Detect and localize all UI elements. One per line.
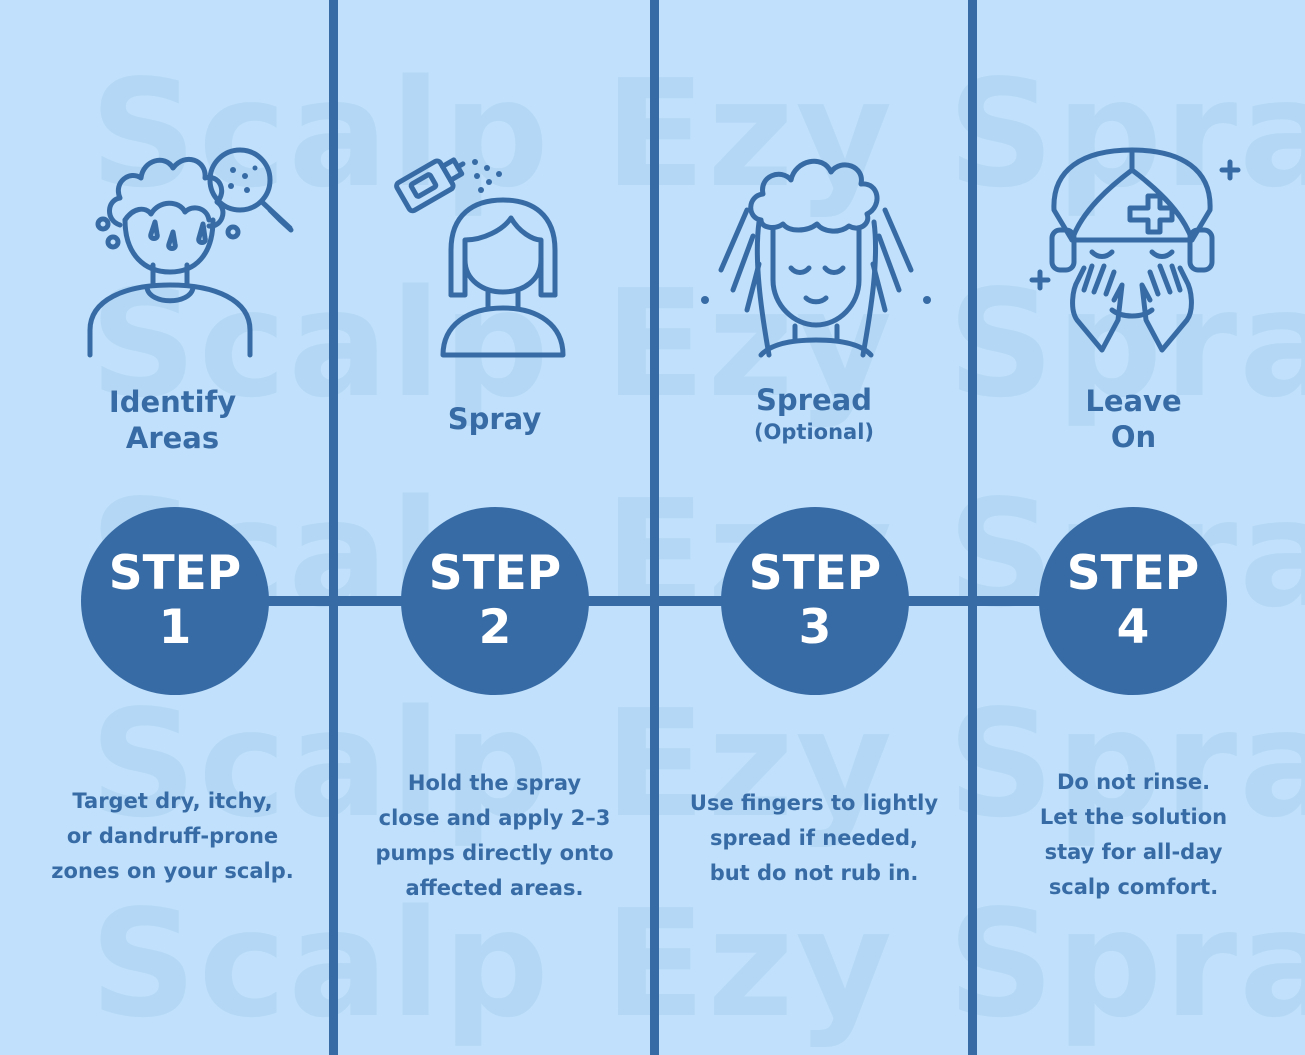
- step-3-word: STEP: [748, 546, 882, 601]
- step-4-title-line1: Leave: [1085, 384, 1182, 418]
- itchy-scalp-magnifier-icon: [85, 140, 294, 360]
- fingers-spread-foam-icon: [699, 140, 934, 360]
- step-1-word: STEP: [108, 546, 242, 601]
- spray-bottle-head-icon: [393, 140, 573, 360]
- step-2-title-line1: Spray: [447, 402, 542, 436]
- step-4-description: Do not rinse. Let the solution stay for …: [1039, 770, 1228, 899]
- step-4-title-line2: On: [1110, 420, 1157, 454]
- step-2-column: Spray STEP 2 Hold the spray close and ap…: [338, 0, 651, 1055]
- step-3-title: Spread (Optional): [659, 382, 969, 446]
- relaxed-face-leave-on-icon: [1022, 140, 1247, 360]
- step-connector-line: [170, 596, 1135, 606]
- step-1-title-line1: Identify: [108, 385, 237, 419]
- step-3-title-line1: Spread: [756, 383, 872, 417]
- step-1-number: 1: [158, 600, 192, 655]
- column-divider-2: [650, 0, 659, 1055]
- step-2-number: 2: [478, 600, 512, 655]
- step-2-word: STEP: [428, 546, 562, 601]
- step-3-number: 3: [798, 600, 832, 655]
- step-2-title: Spray: [338, 401, 651, 437]
- step-1-column: Identify Areas STEP 1 Target dry, itchy,…: [15, 0, 330, 1055]
- step-3-badge: STEP 3: [721, 507, 909, 695]
- step-4-word: STEP: [1066, 546, 1200, 601]
- step-1-badge: STEP 1: [81, 507, 269, 695]
- step-3-description: Use fingers to lightly spread if needed,…: [689, 791, 939, 885]
- step-1-title: Identify Areas: [15, 384, 330, 456]
- step-3-subtitle: (Optional): [753, 420, 875, 444]
- step-1-title-line2: Areas: [125, 421, 220, 455]
- step-3-column: Spread (Optional) STEP 3 Use fingers to …: [659, 0, 969, 1055]
- step-4-column: Leave On STEP 4 Do not rinse. Let the so…: [977, 0, 1290, 1055]
- column-divider-1: [329, 0, 338, 1055]
- step-2-description: Hold the spray close and apply 2–3 pumps…: [375, 771, 614, 900]
- step-4-title: Leave On: [977, 383, 1290, 455]
- column-divider-3: [968, 0, 977, 1055]
- step-1-description: Target dry, itchy, or dandruff-prone zon…: [51, 789, 294, 883]
- step-4-badge: STEP 4: [1039, 507, 1227, 695]
- step-2-badge: STEP 2: [401, 507, 589, 695]
- step-4-number: 4: [1116, 600, 1150, 655]
